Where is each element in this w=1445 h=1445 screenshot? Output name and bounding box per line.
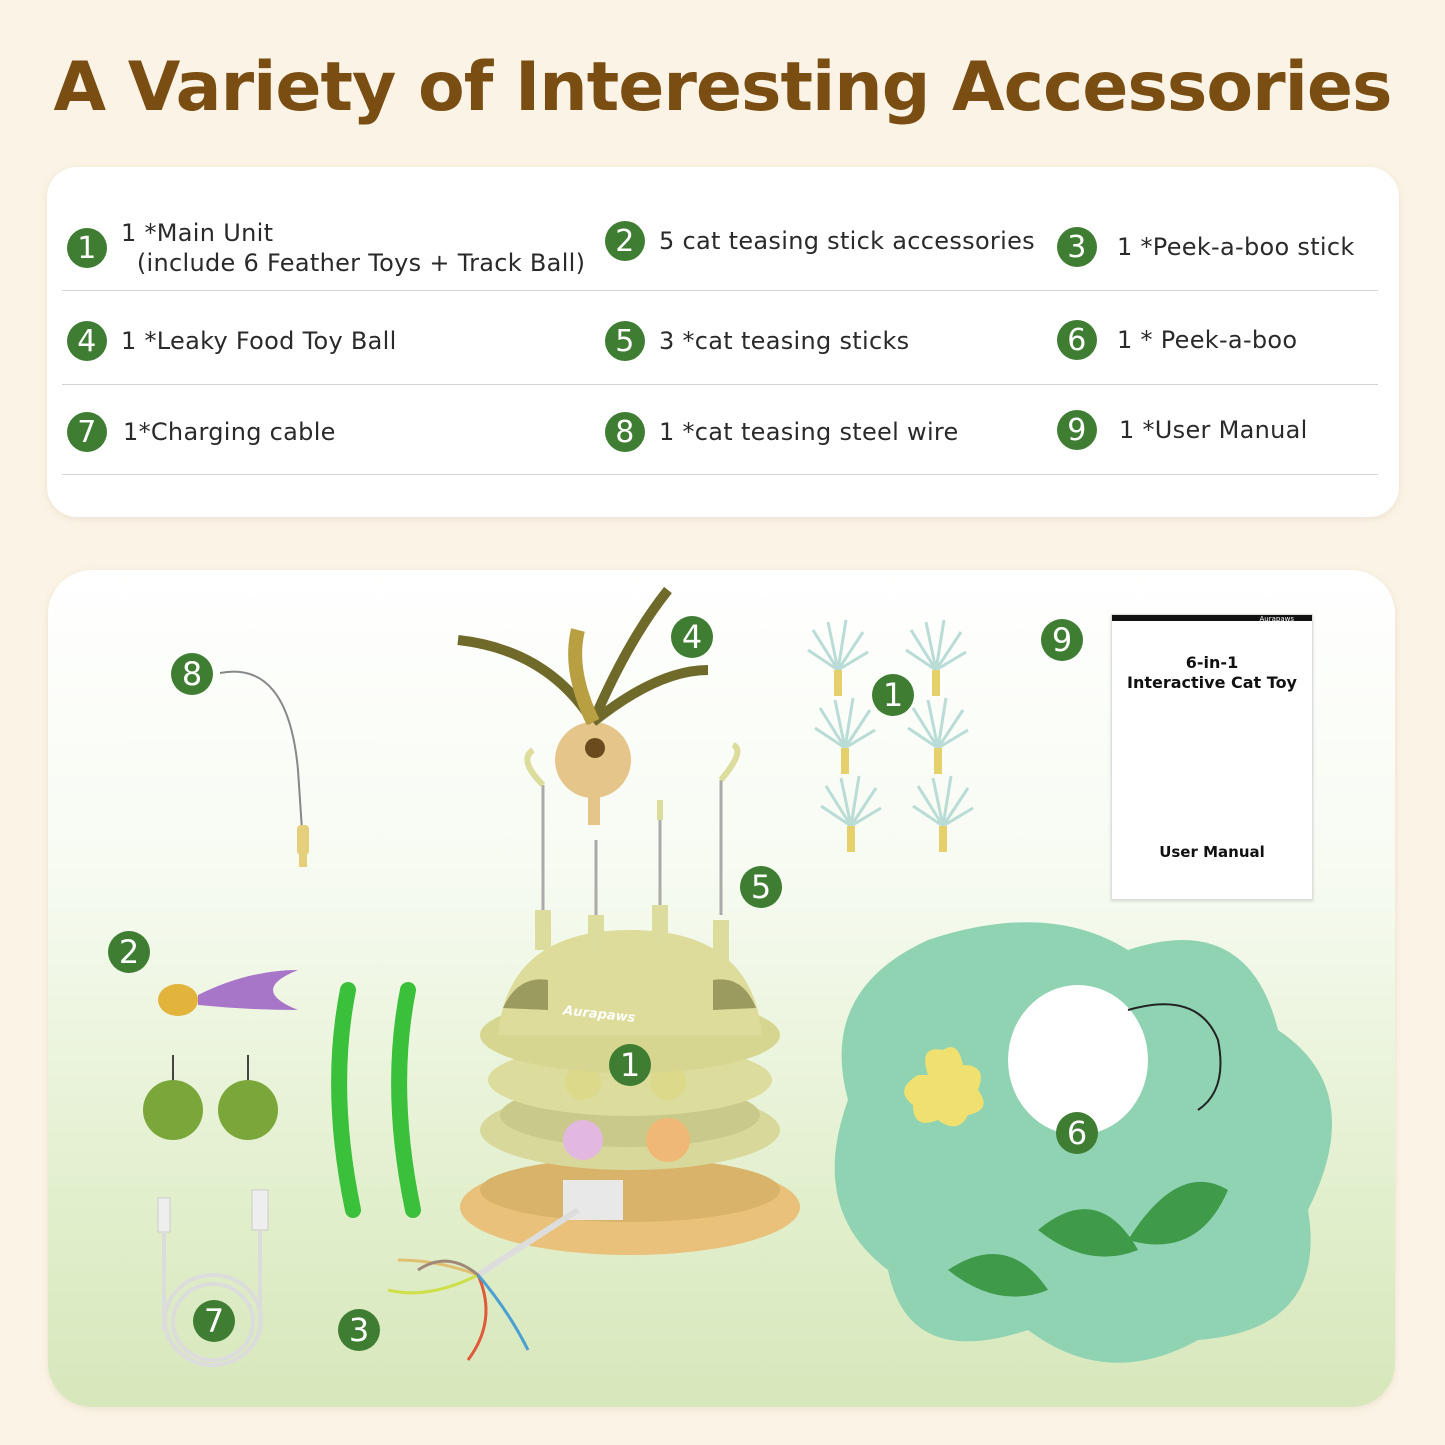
manual-title-line-2: Interactive Cat Toy [1127, 673, 1297, 692]
callout-accessories: 2 [108, 931, 150, 973]
list-item-peekaboo-stick: 3 1 *Peek-a-boo stick [1057, 227, 1355, 267]
user-manual-illustration: Aurapaws 6-in-1 Interactive Cat Toy User… [1111, 614, 1313, 900]
item-text: 1 *Leaky Food Toy Ball [121, 327, 397, 355]
accessory-list-card: 1 1 *Main Unit (include 6 Feather Toys +… [47, 167, 1399, 517]
manual-title-line-1: 6-in-1 [1185, 653, 1239, 672]
list-row [62, 384, 1378, 475]
number-badge: 6 [1057, 320, 1097, 360]
list-item-teasing-sticks: 5 3 *cat teasing sticks [605, 321, 909, 361]
list-item-food-ball: 4 1 *Leaky Food Toy Ball [67, 321, 397, 361]
number-badge: 1 [67, 228, 107, 268]
callout-peekaboo: 6 [1056, 1112, 1098, 1154]
list-item-steel-wire: 8 1 *cat teasing steel wire [605, 412, 959, 452]
callout-sticks: 5 [740, 866, 782, 908]
number-badge: 4 [67, 321, 107, 361]
peekaboo-stick-illustration [387, 1207, 580, 1361]
callout-food-ball: 4 [671, 616, 713, 658]
manual-brand: Aurapaws [1259, 615, 1295, 623]
page-title: A Variety of Interesting Accessories [53, 48, 1392, 127]
number-badge: 3 [1057, 227, 1097, 267]
item-text: 1*Charging cable [123, 418, 336, 446]
charging-cable-illustration [157, 1189, 269, 1367]
number-badge: 2 [605, 221, 645, 261]
item-text: 1 *User Manual [1119, 416, 1308, 444]
feather-toys-illustration [807, 619, 974, 852]
callout-peekaboo-stick: 3 [338, 1309, 380, 1351]
product-photo: Aurapaws [48, 570, 1395, 1407]
callout-main-unit: 1 [609, 1044, 651, 1086]
number-badge: 8 [605, 412, 645, 452]
list-item-peekaboo: 6 1 * Peek-a-boo [1057, 320, 1297, 360]
list-item-main-unit: 1 1 *Main Unit (include 6 Feather Toys +… [67, 218, 585, 278]
item-text: 1 * Peek-a-boo [1117, 326, 1298, 354]
item-text: 1 *Peek-a-boo stick [1117, 233, 1355, 261]
item-text: 1 *Main Unit (include 6 Feather Toys + T… [121, 219, 586, 277]
number-badge: 5 [605, 321, 645, 361]
item-text: 1 *cat teasing steel wire [659, 418, 959, 446]
manual-footer: User Manual [1159, 843, 1265, 861]
list-row [62, 290, 1378, 385]
number-badge: 9 [1057, 410, 1097, 450]
manual-header-bar [1112, 615, 1312, 621]
list-item-user-manual: 9 1 *User Manual [1057, 410, 1308, 450]
callout-cable: 7 [193, 1300, 235, 1342]
item-text: 5 cat teasing stick accessories [659, 227, 1035, 255]
number-badge: 7 [67, 412, 107, 452]
callout-feathers: 1 [872, 674, 914, 716]
main-unit-illustration: Aurapaws [457, 586, 800, 1255]
stick-accessories-illustration [143, 970, 421, 1218]
item-text: 3 *cat teasing sticks [659, 327, 910, 355]
list-item-charging-cable: 7 1*Charging cable [67, 412, 336, 452]
list-item-stick-accessories: 2 5 cat teasing stick accessories [605, 221, 1035, 261]
callout-manual: 9 [1041, 619, 1083, 661]
steel-wire-illustration [219, 670, 309, 867]
callout-steel-wire: 8 [171, 653, 213, 695]
list-row [62, 167, 1378, 291]
